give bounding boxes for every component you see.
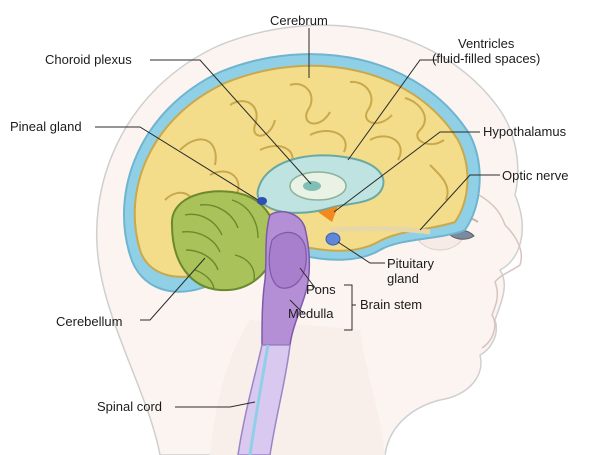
cerebellum-shape: [172, 191, 275, 290]
label-pons: Pons: [306, 282, 336, 297]
label-optic-nerve: Optic nerve: [502, 168, 568, 183]
label-ventricles: Ventricles (fluid-filled spaces): [432, 36, 540, 66]
pineal-shape: [257, 197, 267, 205]
label-pituitary-line1: Pituitary: [387, 256, 434, 271]
label-ventricles-line2: (fluid-filled spaces): [432, 51, 540, 66]
label-pituitary-line2: gland: [387, 271, 434, 286]
label-hypothalamus: Hypothalamus: [483, 124, 566, 139]
label-pineal-gland: Pineal gland: [10, 119, 82, 134]
label-brain-stem: Brain stem: [360, 297, 422, 312]
pituitary-shape: [326, 233, 340, 245]
label-spinal-cord: Spinal cord: [97, 399, 162, 414]
label-pituitary-gland: Pituitary gland: [387, 256, 434, 286]
label-medulla: Medulla: [288, 306, 334, 321]
label-cerebrum: Cerebrum: [270, 13, 328, 28]
choroid-plexus-shape: [303, 181, 321, 191]
label-cerebellum: Cerebellum: [56, 314, 122, 329]
label-choroid-plexus: Choroid plexus: [45, 52, 132, 67]
label-ventricles-line1: Ventricles: [432, 36, 540, 51]
